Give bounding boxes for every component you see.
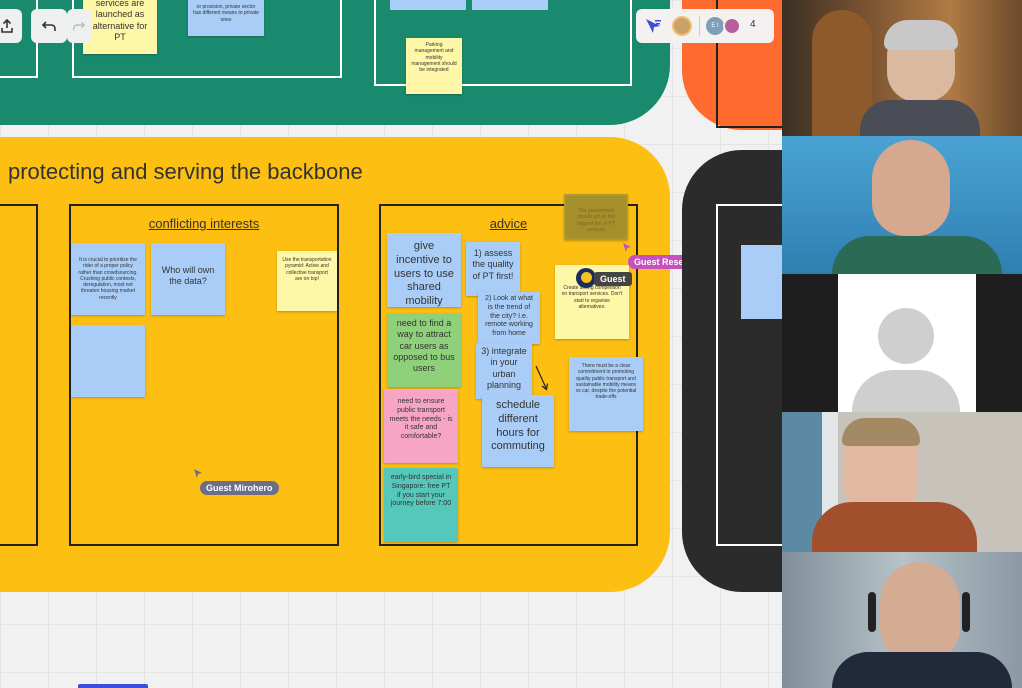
frame-conflicting-interests <box>69 204 339 546</box>
dark-section-note[interactable] <box>741 245 782 319</box>
green-frame-3 <box>374 0 632 86</box>
sticky-note-crucial[interactable]: It is crucial to prioritize the rider of… <box>71 243 145 315</box>
guest-avatar-2[interactable] <box>723 17 741 35</box>
filter-cursor-icon[interactable] <box>644 17 662 35</box>
sticky-note-early-bird[interactable]: early-bird special in Singapore: free PT… <box>384 468 458 542</box>
sticky-note-data-owner[interactable]: Who will own the data? <box>151 243 225 315</box>
sticky-note-parking[interactable]: Parking management and mobility manageme… <box>406 38 462 94</box>
video-tile-3[interactable] <box>782 274 1022 412</box>
video-tile-4[interactable] <box>782 412 1022 552</box>
cursor-label-guest: Guest <box>594 272 632 286</box>
undo-button[interactable] <box>31 9 67 43</box>
sticky-note-pyramid[interactable]: Use the transportation pyramid: Active a… <box>277 251 337 311</box>
sticky-note-find-way[interactable]: need to find a way to attract car users … <box>387 313 461 387</box>
sticky-note-trend[interactable]: 2) Look at what is the trend of the city… <box>478 292 540 344</box>
video-tile-1[interactable] <box>782 0 1022 136</box>
sticky-note-blue-top[interactable]: or provision, private sector has differe… <box>188 0 264 36</box>
share-button[interactable] <box>0 9 22 43</box>
sticky-note-incentive[interactable]: give incentive to users to use shared mo… <box>387 233 461 307</box>
avatar-placeholder-icon <box>878 308 934 364</box>
sticky-note-government[interactable]: The government should act as the biggest… <box>564 194 628 240</box>
video-tile-5[interactable] <box>782 552 1022 688</box>
redo-button[interactable] <box>67 9 91 43</box>
top-blue-strip-1 <box>390 0 466 10</box>
dark-section <box>682 150 782 592</box>
bottom-bar-hint <box>78 684 148 688</box>
conflicting-label: conflicting interests <box>148 216 260 231</box>
orange-frame-bottom <box>716 126 782 128</box>
sticky-note-ensure[interactable]: need to ensure public transport meets th… <box>384 389 458 463</box>
sticky-note-integrate[interactable]: 3) integrate in your urban planning <box>476 343 532 399</box>
sticky-note-clear-commitment[interactable]: There must be a clear commitment in prom… <box>569 357 643 431</box>
dark-frame <box>716 204 782 546</box>
guest-avatar-group[interactable]: E I <box>706 17 724 35</box>
cursor-label-mirohero: Guest Mirohero <box>200 481 279 495</box>
cursor-researcher-icon <box>623 243 631 252</box>
video-tile-2[interactable] <box>782 136 1022 274</box>
sticky-note-assess[interactable]: 1) assess the quality of PT first! <box>466 242 520 296</box>
guest-avatar-cursor-icon <box>576 268 596 288</box>
collaborator-avatar[interactable] <box>672 16 692 36</box>
sticky-note-empty[interactable] <box>71 325 145 397</box>
sticky-note-pt[interactable]: services are launched as alternative for… <box>83 0 157 54</box>
arrow-connector <box>535 365 549 391</box>
whiteboard-canvas[interactable]: services are launched as alternative for… <box>0 0 782 688</box>
top-blue-strip-2 <box>472 0 548 10</box>
redo-icon <box>73 22 86 31</box>
upload-icon <box>1 19 13 33</box>
undo-icon <box>41 21 56 31</box>
frame-left <box>0 204 38 546</box>
collaborator-count: 4 <box>750 19 756 30</box>
divider <box>699 16 700 36</box>
orange-frame-line <box>716 0 718 128</box>
sticky-note-schedule[interactable]: schedule different hours for commuting <box>482 395 554 467</box>
advice-label: advice <box>489 216 528 231</box>
cursor-mirohero-icon <box>194 469 202 478</box>
section-title: protecting and serving the backbone <box>8 159 363 184</box>
